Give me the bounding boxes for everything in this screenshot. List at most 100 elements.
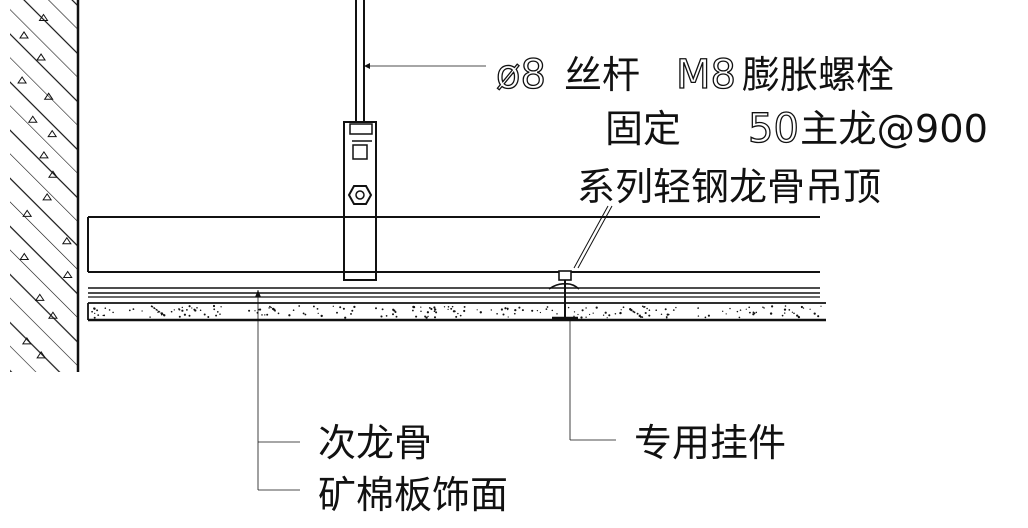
- wall-aggregate-mark: [38, 150, 49, 159]
- board-speckle: [666, 313, 669, 316]
- board-speckle: [796, 314, 799, 317]
- board-speckle: [108, 309, 111, 311]
- board-speckle: [739, 309, 742, 311]
- board-speckle: [394, 310, 397, 314]
- board-speckle: [581, 309, 584, 312]
- wall-aggregate-mark: [21, 336, 32, 345]
- board-speckle: [707, 314, 710, 317]
- bolt-spec-prefix: M8: [676, 52, 736, 98]
- board-speckle: [644, 311, 647, 315]
- board-speckle: [269, 305, 271, 308]
- board-speckle: [312, 305, 315, 308]
- board-speckle: [316, 307, 319, 310]
- board-speckle: [809, 308, 811, 310]
- board-speckle: [186, 309, 188, 311]
- board-speckle: [521, 309, 524, 312]
- board-speckle: [213, 308, 216, 311]
- board-speckle: [752, 311, 755, 314]
- board-speckle: [292, 309, 295, 311]
- board-speckle: [447, 305, 450, 308]
- board-speckle: [219, 313, 221, 315]
- board-speckle: [428, 307, 431, 309]
- board-speckle: [514, 308, 517, 312]
- board-speckle: [762, 306, 764, 308]
- board-speckle: [163, 314, 166, 317]
- system-desc-label: 系列轻钢龙骨吊顶: [577, 165, 881, 209]
- board-speckle: [602, 314, 605, 316]
- board-speckle: [453, 310, 456, 313]
- board-speckle: [769, 312, 773, 315]
- board-speckle: [793, 312, 795, 315]
- wall-aggregate-mark: [22, 209, 33, 217]
- board-speckle: [536, 309, 539, 312]
- board-speckle: [496, 312, 498, 315]
- board-speckle: [622, 306, 625, 309]
- board-speckle: [248, 309, 251, 312]
- wall: [10, 0, 80, 372]
- board-speckle: [320, 314, 323, 318]
- board-speckle: [573, 311, 576, 313]
- board-speckle: [149, 316, 151, 318]
- board-speckle: [546, 306, 549, 308]
- board-speckle: [188, 314, 191, 317]
- board-speckle: [595, 306, 598, 309]
- wall-aggregate-mark: [19, 252, 30, 261]
- board-speckle: [96, 309, 99, 312]
- board-speckle: [193, 308, 196, 311]
- board-speckle: [103, 314, 106, 317]
- board-speckle: [545, 308, 548, 310]
- board-speckle: [181, 309, 184, 312]
- board-speckle: [745, 308, 747, 310]
- board-speckle: [666, 317, 668, 319]
- hanger-bracket: [343, 121, 377, 281]
- board-speckle: [660, 313, 663, 316]
- board-speckle: [518, 306, 521, 309]
- board-speckle: [817, 315, 820, 318]
- board-speckle: [507, 308, 509, 311]
- board-speckle: [216, 311, 219, 313]
- board-speckle: [490, 309, 492, 311]
- board-speckle: [725, 313, 727, 315]
- board-speckle: [697, 307, 699, 309]
- board-speckle: [277, 312, 280, 315]
- board-speckle: [215, 314, 218, 317]
- leader-lines: [255, 63, 616, 491]
- threaded-rod: [355, 0, 365, 122]
- board-speckle: [420, 310, 422, 313]
- board-speckle: [504, 307, 507, 310]
- board-speckle: [608, 314, 611, 317]
- board-speckle: [451, 305, 454, 308]
- board-speckle: [633, 311, 636, 314]
- board-speckle: [697, 315, 700, 317]
- board-speckle: [264, 314, 266, 316]
- board-speckle: [797, 315, 800, 318]
- board-speckle: [580, 316, 583, 319]
- board-speckle: [791, 311, 794, 313]
- wall-aggregate-mark: [34, 293, 45, 301]
- board-speckle: [220, 306, 222, 308]
- board-speckle: [157, 311, 159, 313]
- wall-aggregate-mark: [43, 92, 54, 100]
- wall-aggregate-mark: [38, 13, 49, 21]
- board-speckle: [800, 305, 804, 309]
- board-speckle: [183, 313, 187, 316]
- wall-concrete-marks: [17, 13, 73, 359]
- special-hanger-clip: [548, 270, 580, 320]
- wall-aggregate-mark: [48, 311, 58, 319]
- board-speckle: [212, 304, 216, 308]
- main-keel: [87, 216, 820, 273]
- wall-aggregate-mark: [48, 170, 58, 178]
- board-speckle: [434, 308, 437, 311]
- board-speckle: [154, 307, 156, 310]
- board-speckle: [375, 307, 377, 310]
- board-speckle: [254, 310, 256, 312]
- board-speckle: [411, 309, 414, 312]
- bolt-spec-label: 膨胀螺栓: [742, 53, 894, 97]
- board-speckle: [258, 308, 260, 311]
- board-speckle: [641, 316, 644, 318]
- board-speckle: [261, 314, 263, 316]
- board-speckle: [672, 309, 675, 311]
- board-speckle: [304, 313, 307, 316]
- board-speckle: [188, 305, 191, 308]
- board-speckle: [500, 308, 503, 311]
